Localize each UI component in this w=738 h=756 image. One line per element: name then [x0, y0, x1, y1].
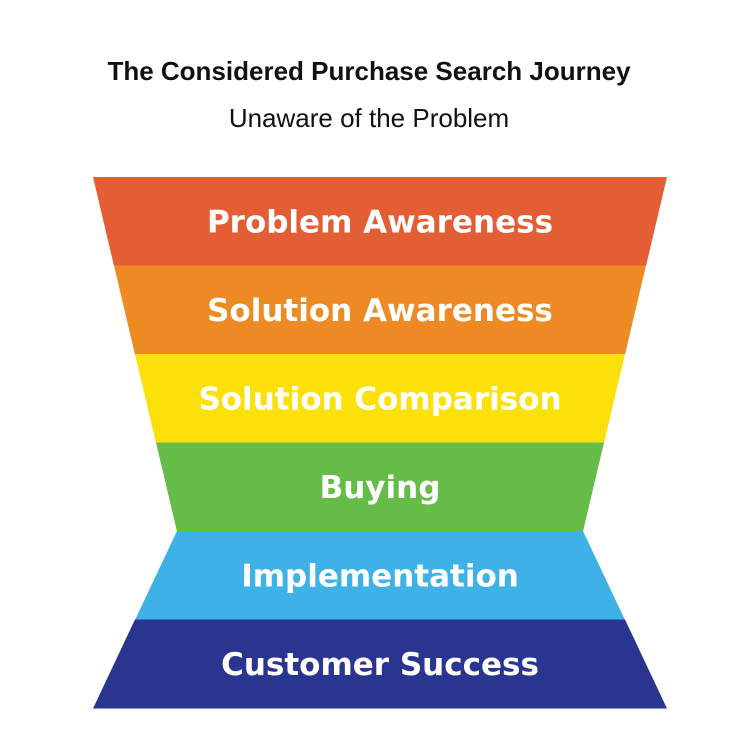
funnel-stage-problem-awareness	[93, 177, 667, 266]
stage-label: Implementation	[241, 558, 519, 594]
funnel-stage-solution-comparison	[135, 354, 625, 443]
funnel-stage-solution-awareness	[114, 265, 646, 355]
funnel-stage-buying	[156, 442, 604, 532]
stage-label: Problem Awareness	[207, 204, 553, 240]
funnel-stage-customer-success	[93, 619, 667, 709]
stage-label: Solution Awareness	[207, 293, 553, 329]
stage-label: Solution Comparison	[198, 381, 561, 417]
stage-label: Customer Success	[221, 647, 539, 683]
diagram-subtitle: Unaware of the Problem	[228, 103, 510, 133]
diagram-title: The Considered Purchase Search Journey	[107, 56, 631, 86]
funnel-stage-implementation	[135, 531, 625, 620]
stage-label: Buying	[320, 470, 441, 506]
